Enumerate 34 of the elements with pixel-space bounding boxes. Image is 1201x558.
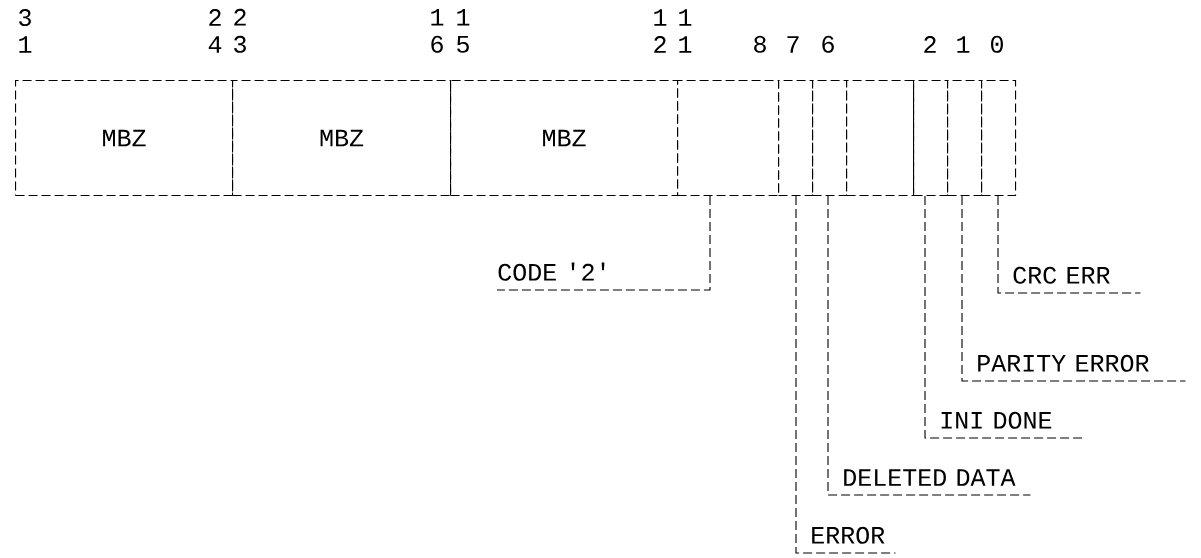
leader-line: [961, 195, 1186, 382]
field-label: PARITY ERROR: [978, 354, 1149, 372]
field-label: CRC ERR: [1013, 266, 1110, 284]
leader-line: [997, 195, 1141, 294]
bit-number: 7: [787, 36, 799, 53]
register-field: MBZ: [450, 80, 679, 197]
bit-number: 8: [754, 35, 766, 53]
register-field: [981, 80, 1017, 197]
register-field: [846, 80, 915, 197]
field-label: INI DONE: [941, 411, 1052, 429]
bit-number: 1: [957, 36, 970, 53]
bit-number: 0: [991, 35, 1003, 53]
field-label: ERROR: [812, 526, 885, 544]
register-field: [677, 80, 780, 197]
register-field: [812, 80, 848, 197]
register-field: [913, 80, 949, 197]
leader-line: [827, 195, 1031, 496]
bit-number: 2 3: [234, 8, 246, 53]
bit-number: 2: [924, 36, 936, 53]
bit-number: 6: [822, 35, 834, 53]
register-field: MBZ: [15, 80, 234, 197]
leader-line: [795, 195, 896, 554]
leader-line: [496, 195, 711, 291]
field-label: DELETED DATA: [844, 469, 1016, 486]
bit-number: 1 1: [679, 9, 692, 53]
bit-number: 3 1: [19, 9, 32, 53]
register-field: [778, 80, 814, 197]
register-field: [947, 80, 983, 197]
bit-number: 2 4: [208, 9, 222, 53]
bit-number: 1 2: [654, 9, 667, 53]
bit-number: 1 5: [457, 9, 470, 53]
field-label: CODE '2': [498, 262, 605, 281]
bit-number: 1 6: [431, 9, 444, 53]
register-field: MBZ: [232, 80, 452, 197]
